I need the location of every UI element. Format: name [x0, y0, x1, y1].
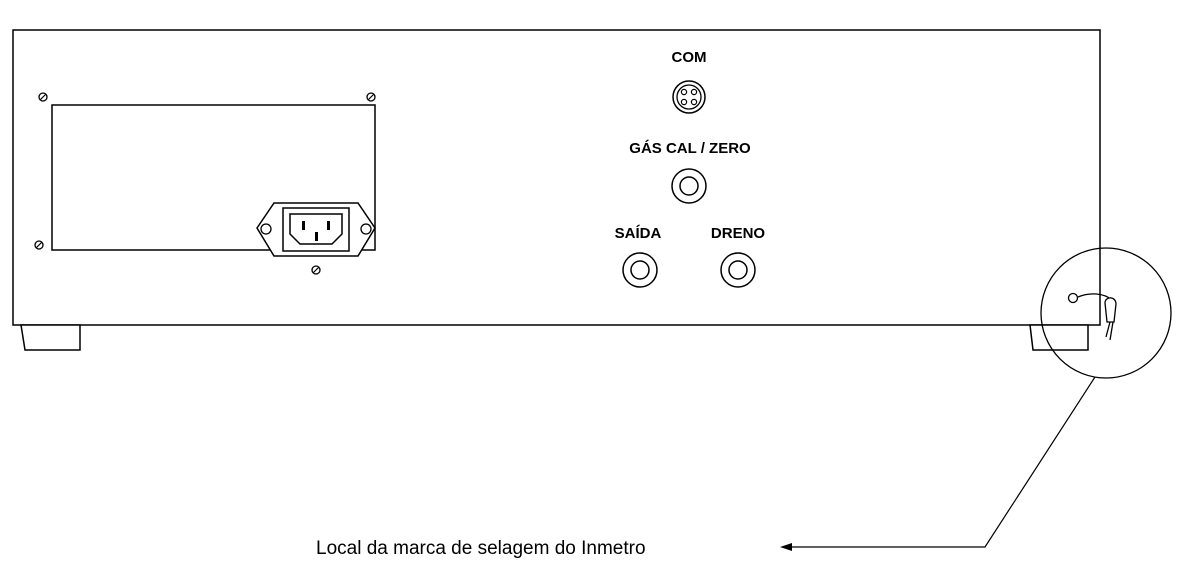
saida-port	[622, 252, 658, 288]
gas-cal-zero-port	[671, 168, 707, 204]
gas-cal-zero-label: GÁS CAL / ZERO	[629, 140, 751, 157]
screw-top-left	[38, 92, 48, 102]
dreno-port	[720, 252, 756, 288]
screw-bottom-center	[311, 265, 321, 275]
seal-detail-callout	[1040, 247, 1172, 379]
dreno-label: DRENO	[711, 225, 766, 242]
seal-leader-line	[780, 376, 1096, 551]
com-connector	[672, 80, 706, 114]
screw-top-right	[366, 92, 376, 102]
screw-bottom-left	[34, 240, 44, 250]
right-foot	[1029, 324, 1089, 351]
com-label: COM	[672, 49, 707, 66]
left-foot	[20, 324, 81, 351]
saida-label: SAÍDA	[615, 225, 662, 242]
seal-location-caption: Local da marca de selagem do Inmetro	[316, 538, 646, 559]
power-inlet-connector	[256, 202, 376, 257]
